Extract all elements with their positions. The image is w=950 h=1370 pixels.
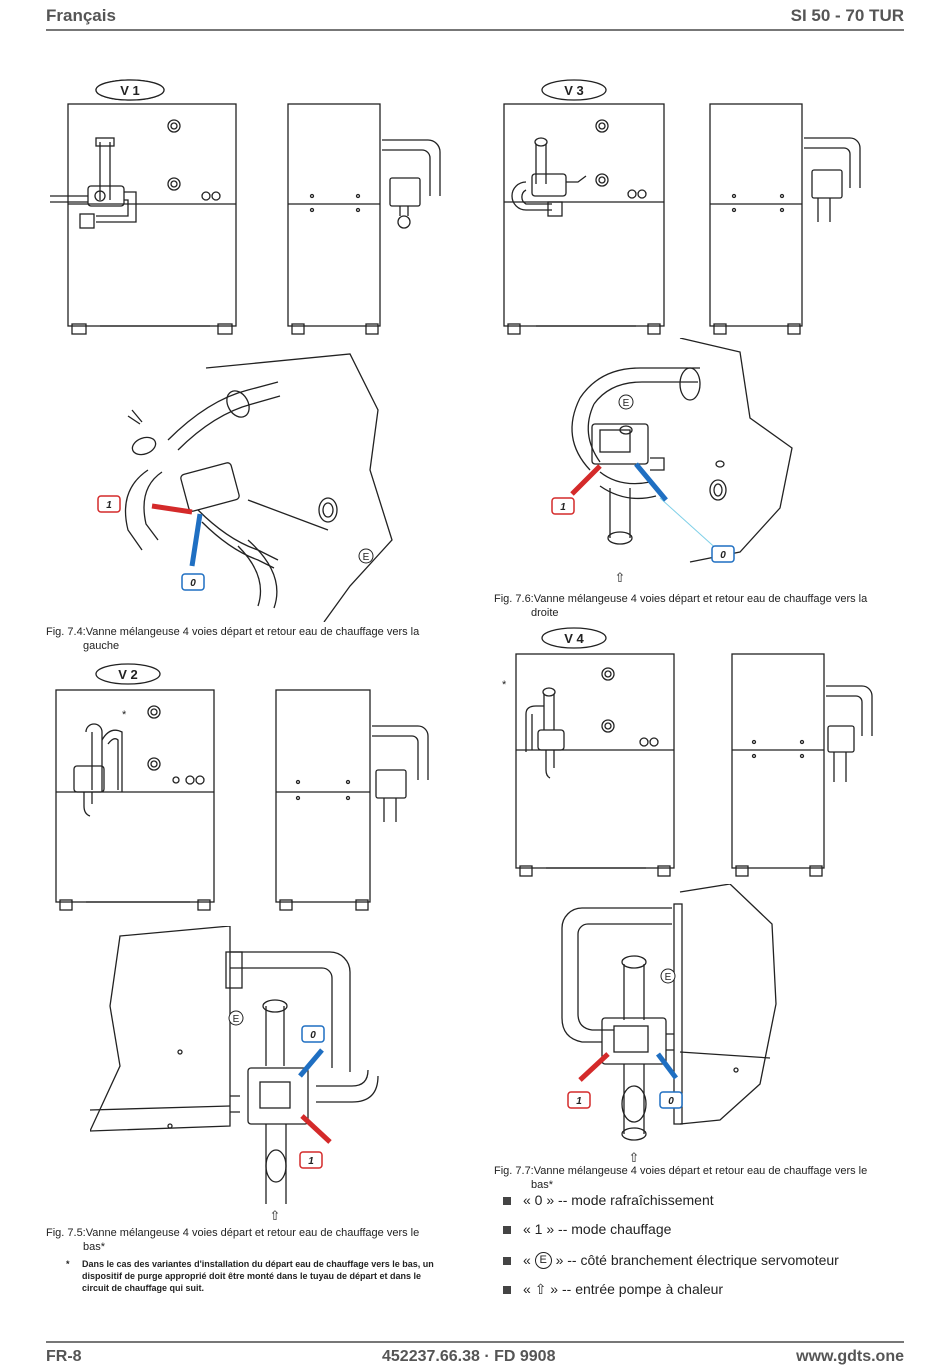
- variant-label-v2: V 2: [118, 667, 138, 682]
- heating-line: [578, 1052, 610, 1082]
- bullet-icon: [503, 1226, 511, 1234]
- caption-fig-7-7: Fig. 7.7:Vanne mélangeuse 4 voies départ…: [494, 1164, 904, 1192]
- cooling-line: [189, 513, 203, 567]
- pump-inlet-arrow: ⇧: [270, 1208, 281, 1222]
- legend-item-pump: « ⇧ » -- entrée pompe à chaleur: [503, 1281, 923, 1302]
- legend-text: « 1 » -- mode chauffage: [523, 1221, 672, 1237]
- caption-fig-7-5: Fig. 7.5:Vanne mélangeuse 4 voies départ…: [46, 1226, 456, 1254]
- marker-cooling: 0: [310, 1030, 316, 1041]
- legend-text: « 0 » -- mode rafraîchissement: [523, 1192, 714, 1208]
- marker-cooling: 0: [190, 578, 196, 589]
- marker-electrical: E: [623, 398, 630, 409]
- legend-item-cooling: « 0 » -- mode rafraîchissement: [503, 1192, 923, 1213]
- footer-page: FR-8: [46, 1348, 82, 1365]
- figure-v4-detail: 1 0 E ⇧: [561, 884, 777, 1165]
- header-model: SI 50 - 70 TUR: [790, 6, 904, 25]
- footer-doc-ref: 452237.66.38 · FD 9908: [382, 1348, 556, 1365]
- variant-label-v3: V 3: [564, 83, 584, 98]
- figure-v2-detail: 0 1 E ⇧: [90, 926, 379, 1222]
- figure-v1-views: V 1: [50, 79, 441, 335]
- up-arrow-icon: ⇧: [534, 1281, 547, 1297]
- figure-v3-views: V 3: [503, 79, 861, 335]
- marker-heating: 1: [576, 1096, 582, 1107]
- caption-line-2: droite: [531, 607, 559, 619]
- marker-electrical: E: [665, 972, 672, 983]
- figure-v1-detail: 1 0 E: [97, 353, 393, 622]
- bullet-icon: [503, 1257, 511, 1265]
- caption-line-2: bas*: [531, 1179, 554, 1191]
- marker-heating: 1: [560, 502, 566, 513]
- footer-rule: [46, 1341, 904, 1343]
- marker-electrical: E: [363, 552, 370, 563]
- bullet-icon: [503, 1286, 511, 1294]
- caption-line-1: Fig. 7.4:Vanne mélangeuse 4 voies départ…: [46, 626, 420, 638]
- caption-fig-7-6: Fig. 7.6:Vanne mélangeuse 4 voies départ…: [494, 592, 904, 620]
- figure-v2-views: V 2 *: [55, 663, 429, 911]
- figure-v3-detail: 1 0 E ⇧: [551, 338, 793, 585]
- pump-inlet-arrow: ⇧: [615, 570, 626, 585]
- heating-line: [151, 503, 193, 515]
- marker-electrical: E: [233, 1014, 240, 1025]
- legend-text: « ⇧ » -- entrée pompe à chaleur: [523, 1281, 724, 1297]
- asterisk-marker: *: [122, 709, 127, 721]
- caption-line-2: gauche: [83, 640, 120, 652]
- heating-line: [300, 1114, 332, 1144]
- marker-heating: 1: [106, 500, 112, 511]
- header-rule: [46, 29, 904, 31]
- header-language: Français: [46, 6, 116, 25]
- electrical-side-icon: E: [534, 1252, 552, 1269]
- legend-item-heating: « 1 » -- mode chauffage: [503, 1221, 923, 1242]
- figure-v4-views: V 4 *: [502, 627, 873, 877]
- footer-website: www.gdts.one: [796, 1348, 904, 1365]
- caption-line-1: Fig. 7.5:Vanne mélangeuse 4 voies départ…: [46, 1227, 420, 1239]
- cooling-line: [298, 1048, 324, 1078]
- heating-line: [570, 464, 602, 496]
- caption-fig-7-4: Fig. 7.4:Vanne mélangeuse 4 voies départ…: [46, 625, 456, 653]
- footnote: * Dans le cas des variantes d'installati…: [66, 1258, 446, 1294]
- marker-cooling: 0: [720, 550, 726, 561]
- caption-line-1: Fig. 7.7:Vanne mélangeuse 4 voies départ…: [494, 1165, 868, 1177]
- marker-cooling: 0: [668, 1096, 674, 1107]
- legend-item-electrical: « E » -- côté branchement électrique ser…: [503, 1252, 923, 1273]
- cooling-line: [656, 1052, 678, 1080]
- marker-heating: 1: [308, 1156, 314, 1167]
- footnote-marker: *: [66, 1259, 70, 1269]
- legend: « 0 » -- mode rafraîchissement « 1 » -- …: [503, 1192, 923, 1310]
- legend-text: « E » -- côté branchement électrique ser…: [523, 1252, 839, 1269]
- cooling-line: [634, 462, 668, 502]
- variant-label-v4: V 4: [564, 631, 584, 646]
- bullet-icon: [503, 1197, 511, 1205]
- asterisk-marker: *: [502, 679, 507, 691]
- pump-inlet-arrow: ⇧: [629, 1150, 640, 1165]
- caption-line-2: bas*: [83, 1241, 106, 1253]
- footnote-text: Dans le cas des variantes d'installation…: [82, 1259, 434, 1293]
- caption-line-1: Fig. 7.6:Vanne mélangeuse 4 voies départ…: [494, 593, 868, 605]
- variant-label-v1: V 1: [120, 83, 140, 98]
